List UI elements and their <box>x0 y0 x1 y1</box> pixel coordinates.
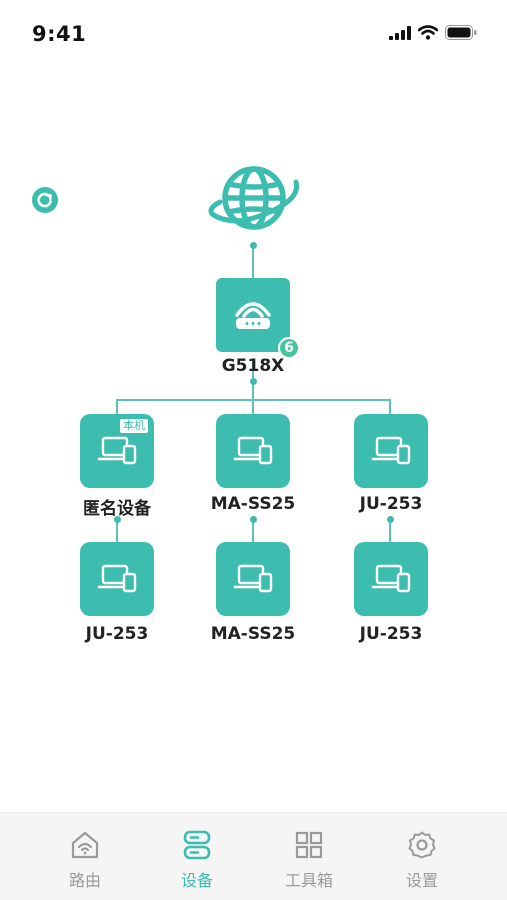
connector <box>389 399 391 417</box>
battery-icon <box>445 24 477 44</box>
refresh-icon <box>32 187 58 213</box>
connector-dot <box>249 378 257 385</box>
tab-label: 设备 <box>180 871 213 890</box>
laptop-phone-icon <box>371 436 411 465</box>
this-device-tag: 本机 <box>119 418 149 434</box>
connector <box>116 399 118 417</box>
internet-node[interactable] <box>206 160 302 240</box>
laptop-phone-icon <box>371 564 411 593</box>
connector <box>252 246 254 278</box>
status-icons <box>389 24 477 44</box>
connector-dot <box>113 516 121 523</box>
connector-dot <box>249 516 257 523</box>
device-name: MA-SS25 <box>210 624 296 644</box>
refresh-button[interactable] <box>31 186 59 214</box>
device-name: JU-253 <box>359 494 423 514</box>
connector <box>389 518 391 542</box>
toolbox-grid-icon <box>293 829 325 861</box>
device-node[interactable] <box>216 542 290 616</box>
connector <box>252 518 254 542</box>
tab-toolbox[interactable]: 工具箱 <box>254 813 364 900</box>
connector-dot <box>249 242 257 249</box>
router-node[interactable] <box>216 278 290 352</box>
laptop-phone-icon <box>233 436 273 465</box>
tab-label: 路由 <box>68 871 101 890</box>
device-name: 匿名设备 <box>83 499 151 519</box>
tab-settings[interactable]: 设置 <box>367 813 477 900</box>
device-name: JU-253 <box>85 624 149 644</box>
router-name: G518X <box>221 356 285 376</box>
tab-router[interactable]: 路由 <box>30 813 140 900</box>
connector <box>252 399 254 417</box>
bottom-tab-bar: 路由 设备 工具箱 <box>0 812 507 900</box>
device-node[interactable] <box>216 414 290 488</box>
connector <box>116 518 118 542</box>
device-name: MA-SS25 <box>210 494 296 514</box>
tab-label: 工具箱 <box>284 871 333 890</box>
router-device-count-badge: 6 <box>278 337 300 359</box>
globe-icon <box>208 166 300 230</box>
tab-devices[interactable]: 设备 <box>142 813 252 900</box>
laptop-phone-icon <box>97 436 137 465</box>
status-bar: 9:41 <box>0 0 507 66</box>
tab-label: 设置 <box>405 871 438 890</box>
laptop-phone-icon <box>97 564 137 593</box>
device-name: JU-253 <box>359 624 423 644</box>
router-icon <box>235 302 271 329</box>
settings-gear-icon <box>406 829 438 861</box>
device-node[interactable] <box>354 414 428 488</box>
laptop-phone-icon <box>233 564 273 593</box>
connector-dot <box>386 516 394 523</box>
wifi-icon <box>417 24 439 44</box>
router-home-icon <box>69 829 101 861</box>
devices-icon <box>181 829 213 861</box>
device-node[interactable] <box>354 542 428 616</box>
status-time: 9:41 <box>32 22 87 46</box>
device-node[interactable] <box>80 542 154 616</box>
signal-icon <box>389 25 411 44</box>
